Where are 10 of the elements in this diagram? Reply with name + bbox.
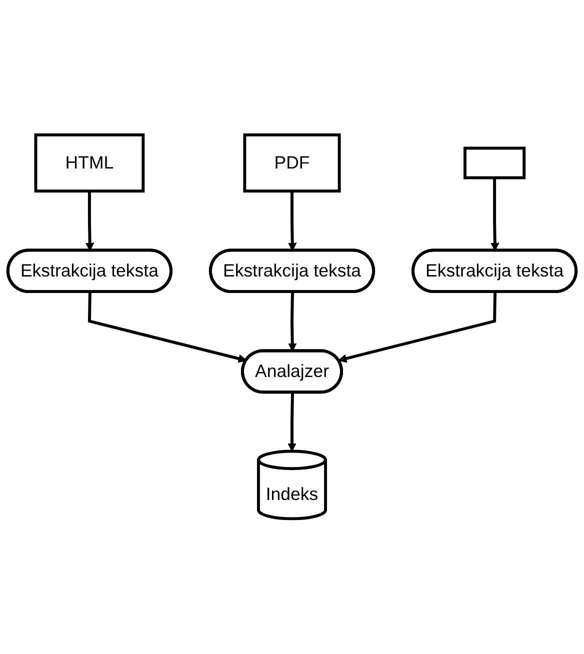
arrow <box>490 178 500 252</box>
node-box: PDF <box>243 134 341 193</box>
arrow <box>88 292 247 363</box>
node-box <box>464 146 526 180</box>
arrow <box>85 191 94 252</box>
arrow <box>338 292 497 363</box>
node-box: HTML <box>34 134 145 193</box>
arrow <box>288 392 296 452</box>
arrow <box>288 191 297 252</box>
arrow <box>288 292 297 352</box>
